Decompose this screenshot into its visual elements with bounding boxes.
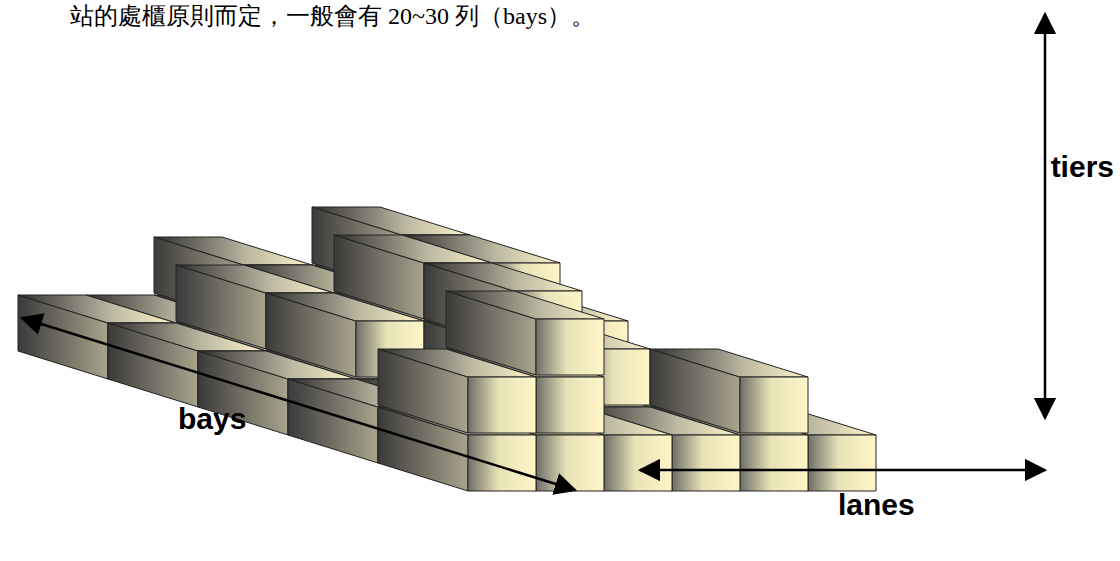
axis-label: bays [178, 402, 246, 436]
containers [18, 207, 876, 491]
container-top [176, 265, 334, 293]
axis-label: lanes [838, 488, 915, 522]
container-top [424, 263, 582, 291]
container-top [266, 293, 424, 321]
caption-text: 站的處櫃原則而定，一般會有 20~30 列（bays）。 [70, 0, 595, 32]
container-top [334, 235, 492, 263]
container-top [154, 237, 312, 265]
container-end [468, 377, 536, 433]
container-end [672, 435, 740, 491]
container-top [18, 295, 176, 323]
bays-arrow [22, 318, 575, 490]
container-end [536, 319, 604, 375]
container-end [468, 435, 536, 491]
container-end [536, 435, 604, 491]
container-end [536, 377, 604, 433]
container-end [740, 377, 808, 433]
axis-label: tiers [1051, 150, 1114, 184]
container-end [604, 435, 672, 491]
container-end [808, 435, 876, 491]
container-top [198, 351, 356, 379]
container-top [312, 207, 470, 235]
container-top [446, 291, 604, 319]
tiers-arrow [1044, 14, 1047, 418]
container-top [650, 349, 808, 377]
container-top [108, 323, 266, 351]
container-end [740, 435, 808, 491]
lanes-arrow [640, 469, 1045, 472]
container-top [378, 349, 536, 377]
